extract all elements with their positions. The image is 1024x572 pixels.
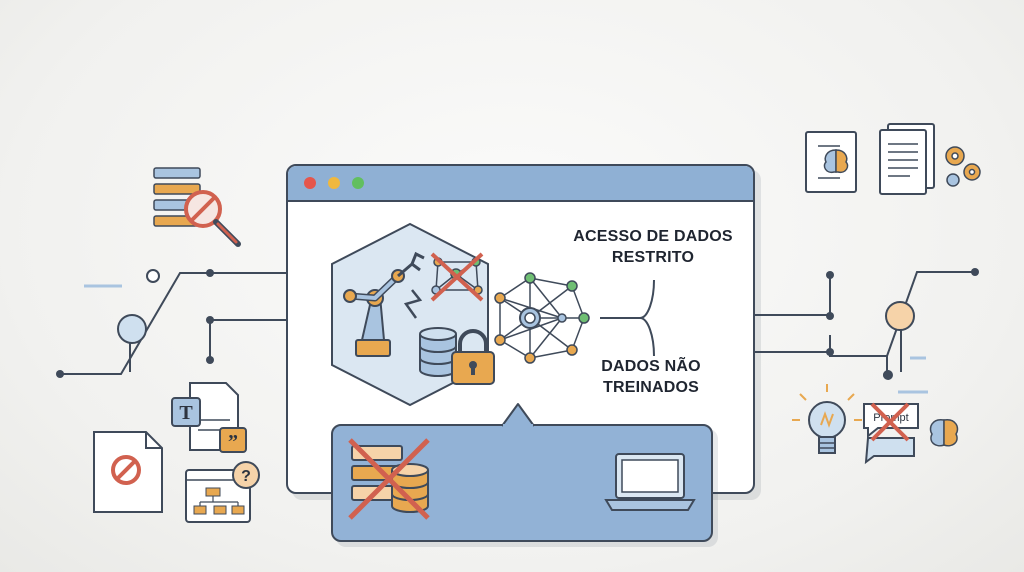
brain-document-icon	[805, 131, 857, 193]
svg-text:T: T	[179, 402, 193, 424]
blocked-file-icon	[93, 431, 163, 513]
restricted-label-line1: ACESSO DE DADOS	[573, 228, 733, 245]
padlock-icon	[451, 329, 495, 385]
window-close-dot	[304, 177, 316, 189]
lightbulb-icon	[792, 384, 862, 454]
flowchart-help-icon: ?	[185, 461, 260, 523]
left-hub-node	[117, 314, 147, 344]
untrained-data-label: DADOS NÃO TREINADOS	[556, 356, 746, 398]
documents-stack-icon	[879, 123, 935, 195]
blocked-server-database-icon	[348, 438, 430, 520]
untrained-label-line2: TREINADOS	[602, 379, 700, 396]
window-maximize-dot	[352, 177, 364, 189]
neural-network-icon	[494, 272, 590, 364]
laptop-icon	[604, 453, 696, 511]
search-blocked-icon	[153, 167, 241, 247]
brain-icon	[929, 419, 959, 447]
robot-arm-icon	[343, 251, 425, 357]
restricted-access-label: ACESSO DE DADOS RESTRITO	[558, 226, 748, 268]
split-connector	[600, 279, 655, 357]
svg-text:”: ”	[228, 431, 238, 453]
text-document-icon: T ”	[171, 382, 247, 453]
blocked-network-icon	[430, 252, 484, 302]
window-title-bar	[288, 166, 753, 202]
restricted-label-line2: RESTRITO	[611, 249, 695, 266]
right-hub-node	[885, 301, 915, 331]
svg-text:?: ?	[241, 468, 251, 485]
gears-icon	[945, 146, 981, 187]
window-minimize-dot	[328, 177, 340, 189]
blocked-prompt-icon: Prompt	[863, 402, 919, 465]
untrained-label-line1: DADOS NÃO	[601, 358, 701, 375]
